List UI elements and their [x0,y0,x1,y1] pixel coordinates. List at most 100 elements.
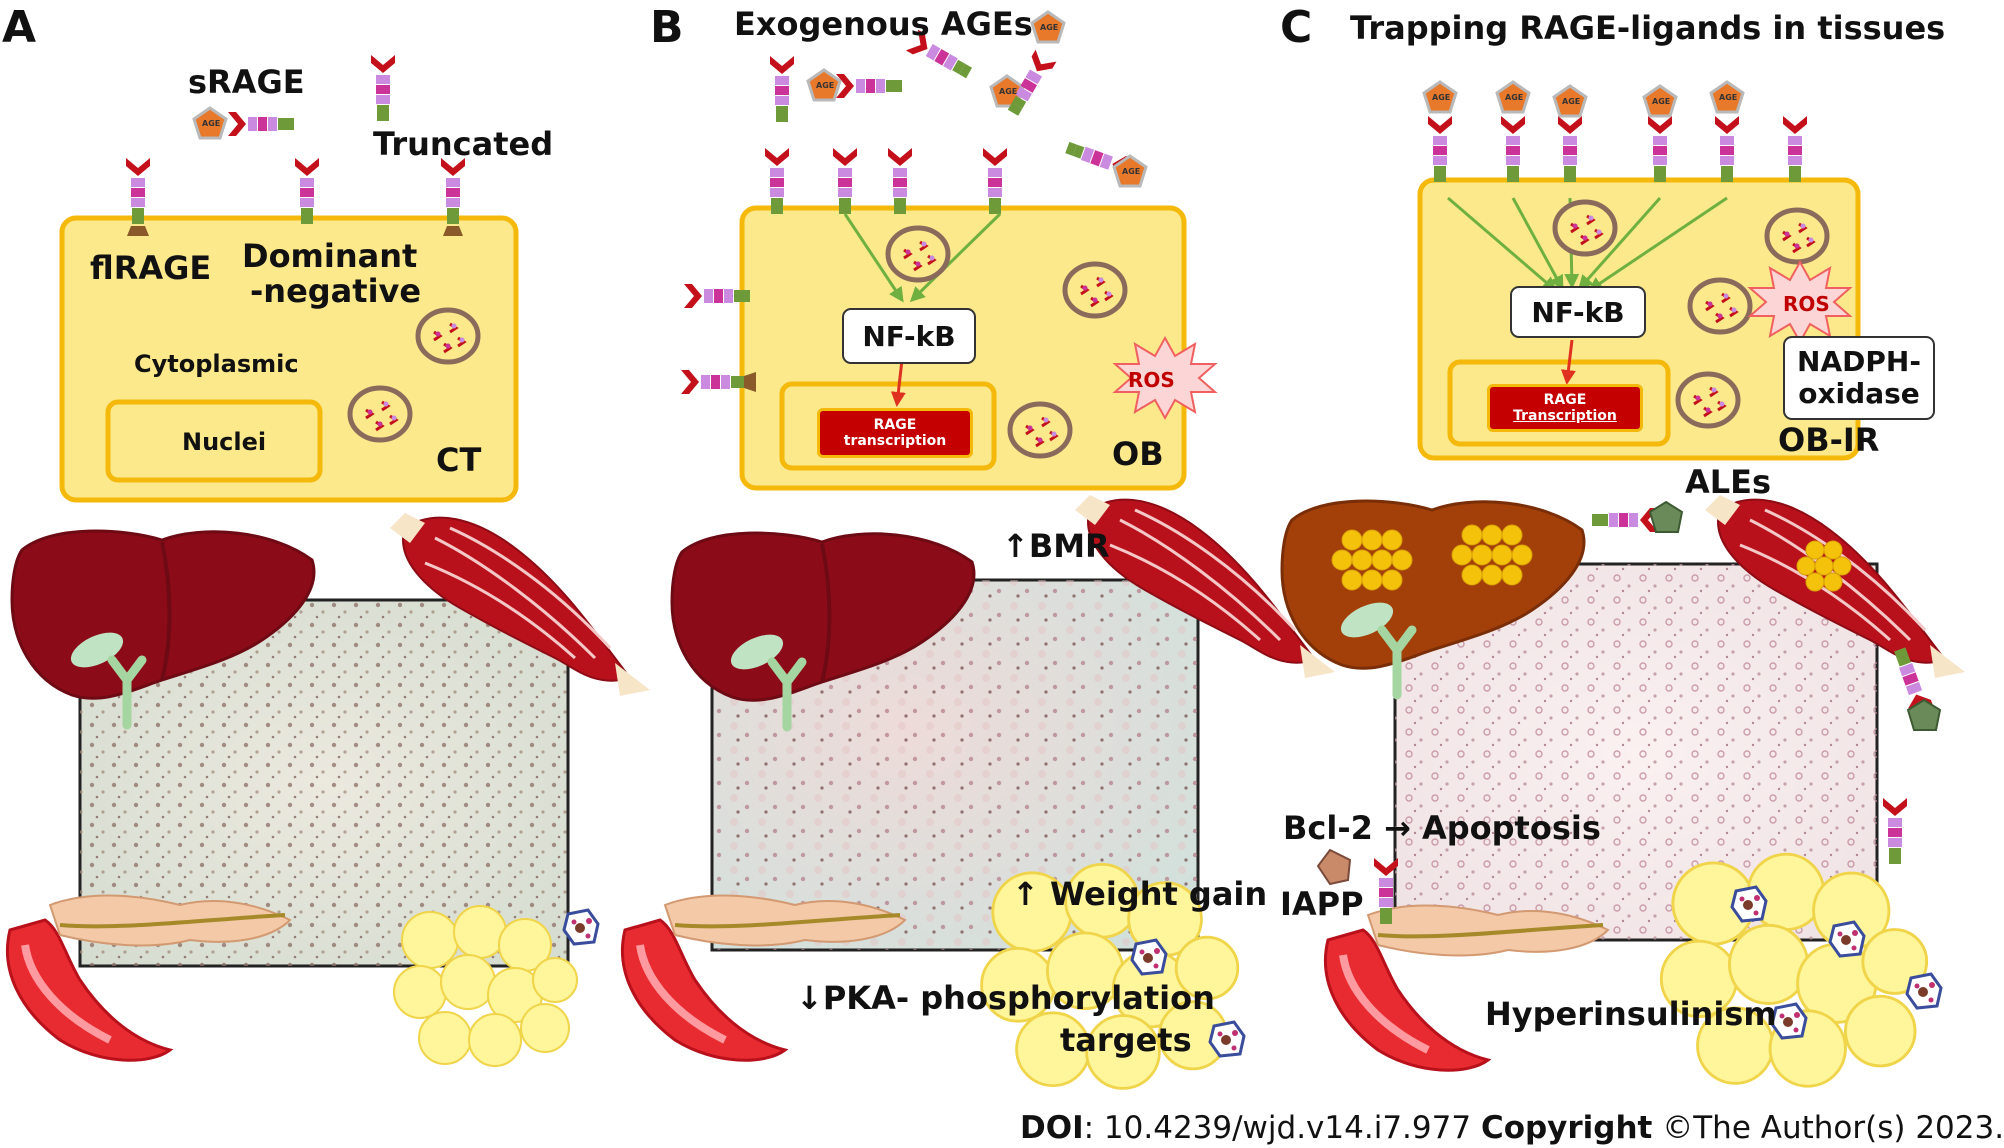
panel-a [7,55,652,1067]
vesicle [418,310,478,362]
rage-transcription-box-c: RAGE Transcription [1487,384,1643,432]
rage-transcription-line-2: transcription [843,433,947,449]
receptor [1428,116,1452,182]
exogenous-ages-label: Exogenous AGEs [734,5,1033,43]
pancreas [7,896,290,1061]
negative-label: -negative [250,272,422,310]
iapp-ligand [1316,848,1352,886]
receptor [888,148,912,214]
rage-transcription-box-b: RAGE transcription [817,408,973,458]
weight-gain-label: ↑ Weight gain [1012,875,1268,913]
signal-arrow [1447,196,1558,292]
receptor [770,56,794,122]
receptor-ct [441,158,465,224]
macrophage [1208,1020,1246,1058]
ct-label: CT [436,441,482,479]
rage-transcription-line-2: Transcription [1513,408,1617,424]
hyperinsulinism-label: Hyperinsulinism [1485,995,1777,1033]
nfkb-box-b: NF-kB [842,308,976,364]
age-label: AGE [999,87,1018,96]
doi-label: DOI [1020,1110,1084,1146]
vesicle [1767,210,1827,262]
macrophage [1730,885,1768,923]
nadph-line-2: oxidase [1798,377,1920,410]
ros-label: ROS [1128,368,1175,392]
targets-label: targets [1060,1021,1192,1059]
truncated-label: Truncated [373,125,554,163]
bcl2-apoptosis-label: Bcl-2 → Apoptosis [1283,809,1601,847]
figure-footer: DOI: 10.4239/wjd.v14.i7.977 Copyright ©T… [1020,1110,2004,1146]
anchor [744,372,756,392]
signal-arrow [1587,196,1728,292]
receptor [1883,798,1907,864]
transcription-arrow [1560,339,1576,385]
obir-label: OB-IR [1778,421,1880,459]
rage-transcription-line-1: RAGE [1543,391,1587,408]
panel-c [1280,80,1967,1088]
nadph-line-1: NADPH- [1797,344,1921,378]
flrage-label: flRAGE [90,249,212,287]
receptor [765,148,789,214]
nuclei-label: Nuclei [182,428,267,456]
srage-label: sRAGE [188,63,305,101]
signal-arrow [909,212,1002,303]
macrophage [1828,920,1866,958]
doi-value: : 10.4239/wjd.v14.i7.977 [1083,1110,1472,1146]
iapp-label: IAPP [1280,885,1364,923]
trapping-title: Trapping RAGE-ligands in tissues [1350,9,1946,47]
vesicle [350,388,410,440]
panel-b-letter: B [650,2,684,53]
receptor-flrage [126,158,150,224]
receptor [836,74,902,98]
copyright-label: Copyright [1480,1110,1653,1146]
receptor [1501,116,1525,182]
age-label: AGE [1562,97,1581,106]
panel-a-letter: A [2,2,37,53]
age-label: AGE [1122,167,1141,176]
vesicle [1065,264,1125,316]
receptor [983,148,1007,214]
vesicle [1010,404,1070,456]
signal-arrow [1511,197,1564,291]
nfkb-box-c: NF-kB [1510,286,1646,338]
macrophage [1130,938,1168,976]
ros-label: ROS [1783,292,1830,316]
receptor-flrage-anchor [127,226,149,236]
receptor [1558,116,1582,182]
nfkb-label: NF-kB [862,319,956,353]
fatty-muscle [1703,493,1967,680]
age-label: AGE [1040,23,1059,32]
transcription-arrow [890,359,906,407]
macrophage [1770,1002,1808,1040]
age-label: AGE [1719,93,1738,102]
pancreas [1325,906,1608,1071]
receptor [1648,116,1672,182]
receptor [1783,116,1807,182]
dominant-label: Dominant [242,237,418,275]
receptor-ct-anchor [443,226,463,236]
ob-label: OB [1112,435,1164,473]
nuclei-box [105,399,323,483]
rage-transcription-line-1: RAGE [873,416,917,433]
vesicle [1690,280,1750,332]
macrophage [562,908,600,946]
ale-ligand [1649,501,1683,533]
pancreas [622,896,905,1061]
age-label: AGE [1652,97,1671,106]
pka-label: ↓PKA- phosphorylation [796,979,1215,1017]
nfkb-label: NF-kB [1531,295,1625,329]
panel-b [622,10,1337,1090]
age-label: AGE [202,119,221,128]
signal-arrow [1578,197,1662,291]
panel-c-letter: C [1280,2,1313,53]
copyright-value: ©The Author(s) 2023. [1652,1110,2004,1146]
receptor [681,370,747,394]
vesicle [1555,202,1615,254]
ales-label: ALEs [1685,463,1772,501]
receptor-dominant-negative [295,158,319,224]
bmr-label: ↑BMR [1002,527,1110,565]
cytoplasmic-label: Cytoplasmic [134,350,299,378]
fat-tissue [1659,852,1929,1088]
receptor-srage [228,112,294,136]
